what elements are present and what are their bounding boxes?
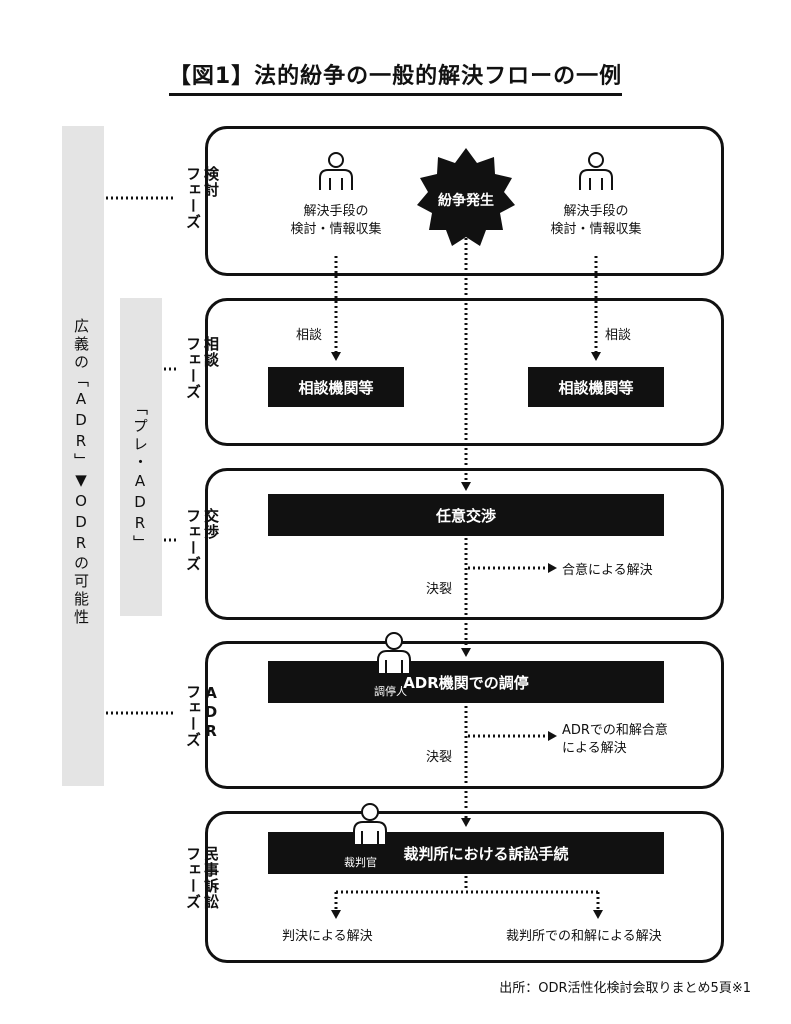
arrow-judgment (331, 910, 341, 919)
adr-break-label: 決裂 (426, 750, 453, 765)
consult-phase-label: 相談 フェーズ (184, 336, 220, 400)
right-consult-label: 相談 (605, 328, 632, 343)
arrow-adr-settlement (548, 731, 557, 741)
left-review-text: 解決手段の 検討・情報収集 (290, 204, 382, 237)
source-note: 出所：ODR活性化検討会取りまとめ5頁※1 (499, 981, 751, 996)
adr-box-label: ADR機関での調停 (403, 673, 529, 692)
mediator-icon (377, 632, 411, 675)
judgment-result: 判決による解決 (282, 929, 373, 944)
left-consult-label: 相談 (296, 328, 323, 343)
arrow-court-settlement (593, 910, 603, 919)
arrow-adr (461, 648, 471, 657)
dispute-burst (417, 148, 515, 246)
broad-adr-label: 広義の「ADR」▼ODRの可能性 (72, 318, 90, 627)
pre-adr-bar (120, 298, 162, 616)
right-consult-box: 相談機関等 (528, 367, 664, 407)
right-review-text: 解決手段の 検討・情報収集 (550, 204, 642, 237)
litigation-box: 裁判所における訴訟手続 (268, 832, 664, 874)
arrow-negotiation (461, 482, 471, 491)
litigation-phase-label: 民事訴訟 フェーズ (184, 846, 220, 910)
review-phase-label: 検討 フェーズ (184, 166, 220, 230)
negotiation-break-label: 決裂 (426, 582, 453, 597)
litigation-box-label: 裁判所における訴訟手続 (403, 844, 569, 863)
pre-adr-label: 「プレ・ADR」 (131, 400, 149, 553)
arrow-left-consult (331, 352, 341, 361)
person-icon (319, 152, 353, 190)
adr-phase-label: ADR フェーズ (184, 684, 220, 748)
negotiation-phase-label: 交渉 フェーズ (184, 508, 220, 572)
left-consult-box: 相談機関等 (268, 367, 404, 407)
person-icon (579, 152, 613, 190)
judge-icon (353, 803, 387, 846)
negotiation-box: 任意交渉 (268, 494, 664, 536)
broad-adr-bar (62, 126, 104, 786)
judge-label: 裁判官 (344, 856, 377, 869)
mediator-label: 調停人 (374, 685, 407, 698)
arrow-right-consult (591, 352, 601, 361)
arrow-litigation (461, 818, 471, 827)
adr-box: ADR機関での調停 (268, 661, 664, 703)
page-title: 【図1】法的紛争の一般的解決フローの一例 (0, 58, 791, 96)
adr-settlement-result: ADRでの和解合意 による解決 (562, 723, 668, 756)
agreement-result: 合意による解決 (562, 563, 653, 578)
dispute-label: 紛争発生 (438, 193, 494, 209)
court-settlement-result: 裁判所での和解による解決 (506, 929, 662, 944)
arrow-agreement (548, 563, 557, 573)
